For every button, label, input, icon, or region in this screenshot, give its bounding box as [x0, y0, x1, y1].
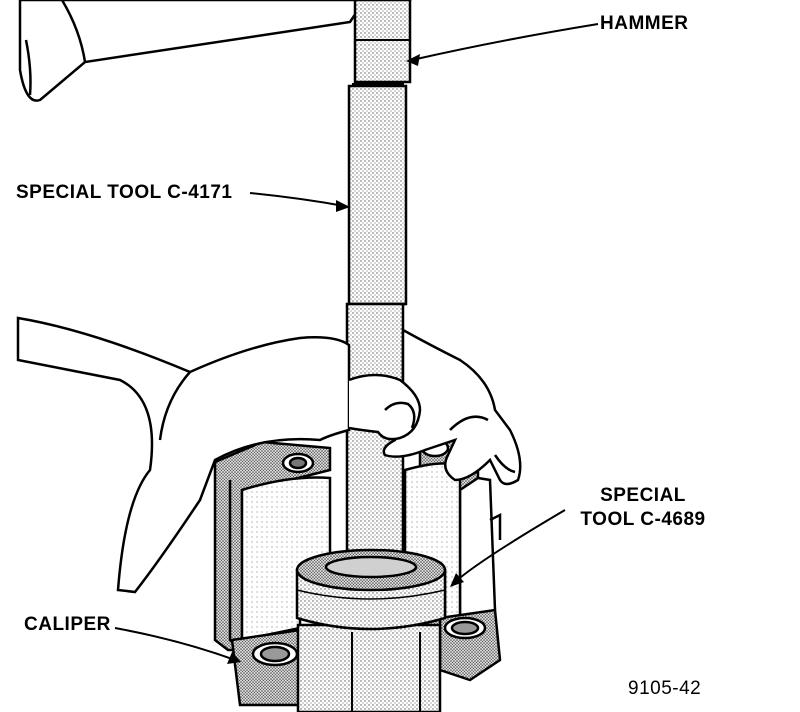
hammer	[352, 0, 412, 85]
caliper-label: CALIPER	[24, 614, 111, 635]
leader-lines	[114, 23, 599, 664]
special-tool-c4689-cup	[295, 548, 447, 631]
special-tool-c4689-label-line1: SPECIAL	[600, 485, 686, 506]
special-tool-c4171-shaft	[345, 84, 408, 571]
lower-hand	[16, 316, 522, 594]
special-tool-c4689-label-line2: TOOL C-4689	[580, 509, 706, 530]
special-tool-c4171-label: SPECIAL TOOL C-4171	[16, 182, 233, 203]
figure-number: 9105-42	[628, 678, 702, 699]
special-tool-c4689-label: SPECIAL TOOL C-4689	[568, 484, 718, 532]
hammer-label: HAMMER	[600, 13, 689, 34]
